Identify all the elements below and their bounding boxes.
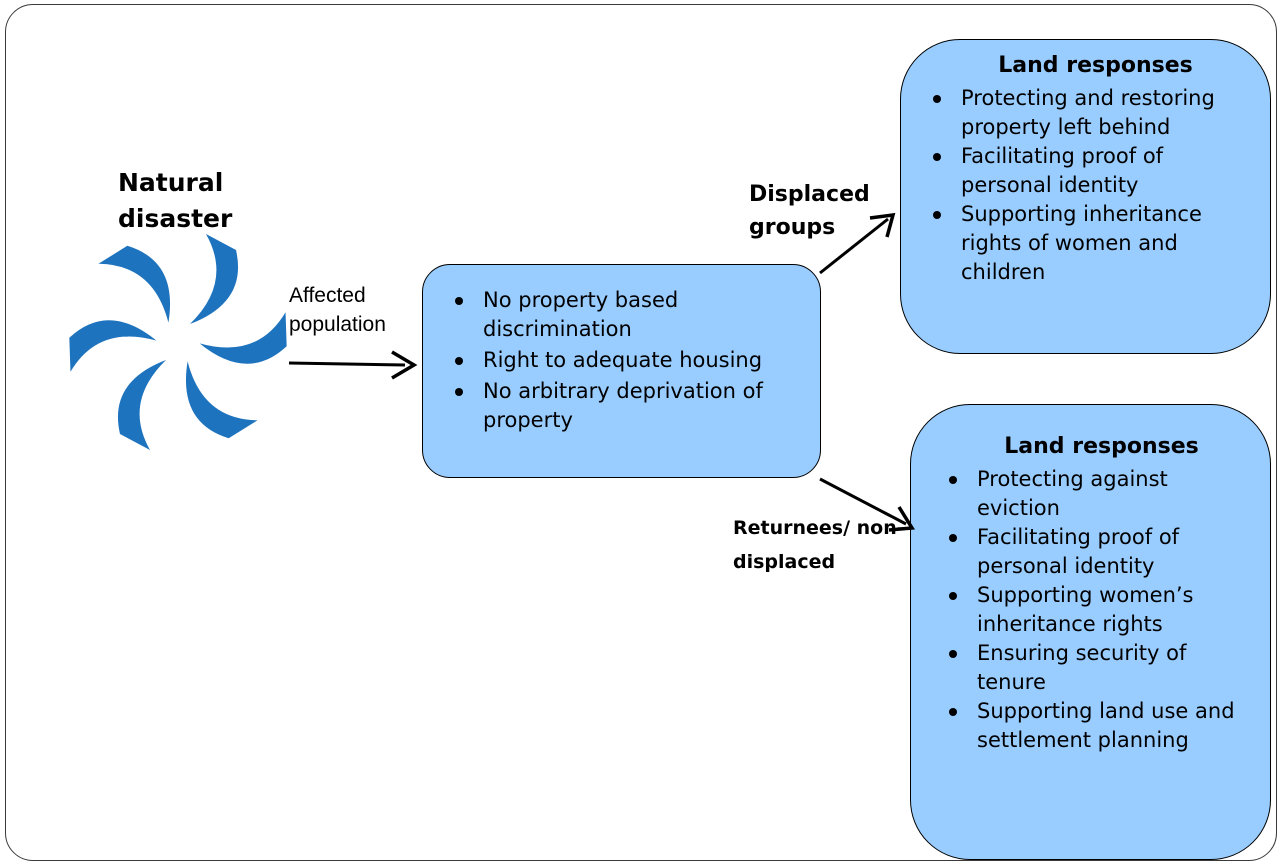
response-item-text: Ensuring security of tenure xyxy=(977,641,1187,694)
displaced-responses-list: Protecting and restoring property left b… xyxy=(929,84,1252,287)
rights-item-text: No arbitrary deprivation of property xyxy=(483,379,763,432)
land-responses-displaced-box: Land responses Protecting and restoring … xyxy=(900,39,1271,354)
logo-blade xyxy=(69,320,157,372)
logo-blade xyxy=(199,312,287,364)
rights-item: No property based discrimination xyxy=(451,286,810,344)
rights-item: No arbitrary deprivation of property xyxy=(451,377,810,435)
bullet-icon xyxy=(933,153,941,161)
bullet-icon xyxy=(949,650,957,658)
returnee-responses-list: Protecting against eviction Facilitating… xyxy=(945,465,1252,755)
logo-blade xyxy=(117,360,166,450)
swirl-logo-icon xyxy=(69,234,287,450)
response-item-text: Protecting against eviction xyxy=(977,467,1168,520)
logo-blade xyxy=(190,234,239,324)
response-item: Supporting land use and settlement plann… xyxy=(945,697,1252,755)
response-item: Protecting and restoring property left b… xyxy=(929,84,1252,142)
bullet-icon xyxy=(455,357,463,365)
land-responses-title: Land responses xyxy=(998,53,1193,78)
bullet-icon xyxy=(949,534,957,542)
bullet-icon xyxy=(949,592,957,600)
response-item-text: Supporting land use and settlement plann… xyxy=(977,699,1235,752)
bullet-icon xyxy=(949,476,957,484)
bullet-icon xyxy=(933,211,941,219)
bullet-icon xyxy=(455,297,463,305)
response-item: Facilitating proof of personal identity xyxy=(945,523,1252,581)
bullet-icon xyxy=(455,388,463,396)
land-responses-title: Land responses xyxy=(1004,434,1199,459)
bullet-icon xyxy=(949,708,957,716)
rights-item: Right to adequate housing xyxy=(451,346,810,375)
response-item: Facilitating proof of personal identity xyxy=(929,142,1252,200)
slide-frame xyxy=(5,4,1277,861)
rights-list: No property based discrimination Right t… xyxy=(451,286,810,435)
affected-population-label: Affected population xyxy=(289,281,419,339)
rights-box: No property based discrimination Right t… xyxy=(422,264,821,478)
displaced-groups-text: Displaced groups xyxy=(749,182,870,240)
rights-item-text: Right to adequate housing xyxy=(483,348,763,372)
response-item: Ensuring security of tenure xyxy=(945,639,1252,697)
returnees-text: Returnees/ non-displaced xyxy=(733,517,905,573)
response-item-text: Supporting women’s inheritance rights xyxy=(977,583,1194,636)
response-item: Protecting against eviction xyxy=(945,465,1252,523)
response-item-text: Protecting and restoring property left b… xyxy=(961,86,1215,139)
response-item-text: Facilitating proof of personal identity xyxy=(977,525,1180,578)
land-responses-returnees-box: Land responses Protecting against evicti… xyxy=(910,404,1271,860)
returnees-label: Returnees/ non-displaced xyxy=(733,511,908,579)
affected-population-text: Affected population xyxy=(289,284,386,336)
logo-blade xyxy=(98,245,171,323)
natural-disaster-text: Natural disaster xyxy=(118,168,233,233)
displaced-groups-label: Displaced groups xyxy=(749,178,884,244)
response-item: Supporting women’s inheritance rights xyxy=(945,581,1252,639)
logo-blade xyxy=(185,361,258,439)
rights-item-text: No property based discrimination xyxy=(483,288,679,341)
response-item: Supporting inheritance rights of women a… xyxy=(929,200,1252,287)
response-item-text: Supporting inheritance rights of women a… xyxy=(961,202,1202,284)
response-item-text: Facilitating proof of personal identity xyxy=(961,144,1164,197)
bullet-icon xyxy=(933,95,941,103)
natural-disaster-label: Natural disaster xyxy=(118,165,238,237)
